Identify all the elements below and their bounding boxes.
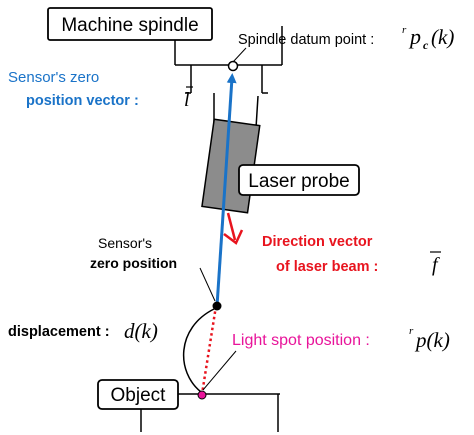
sensor-zero-position-label-line2: zero position [90,255,177,271]
machine-spindle-box [47,7,213,41]
holder-right-stem [255,95,259,129]
spindle-datum-arg: (k) [431,25,454,49]
sensor-zero-vector-label-line1: Sensor's zero [8,69,99,86]
datum-leader-line [232,47,247,63]
object-label: Object [111,385,167,406]
laser-probe-label-box [238,164,360,196]
light-spot-sup: r [409,325,414,337]
direction-vector-label-line1: Direction vector [262,234,373,250]
laser-beam-path [200,305,218,395]
light-spot-marker [197,390,207,400]
direction-vector-arrowhead [223,229,244,245]
light-spot-leader [202,350,237,391]
light-spot-label: Light spot position : [232,332,370,349]
spindle-datum-label: Spindle datum point : [238,32,374,48]
displacement-symbol: d(k) [124,319,158,343]
machine-spindle-label: Machine spindle [61,15,198,36]
sensor-zero-position-label-line1: Sensor's [98,235,152,251]
spindle-datum-point-marker [227,60,239,72]
zero-position-leader [199,267,216,302]
sensor-zero-position-dot [212,301,222,311]
spindle-datum-sup: r [402,24,407,36]
spindle-datum-sub: c [423,38,429,52]
direction-vector-label-line2: of laser beam : [276,259,378,275]
spindle-datum-symbol: p [408,24,421,49]
laser-probe-label: Laser probe [248,171,349,192]
object-label-box [97,379,179,410]
light-spot-symbol: p(k) [414,328,450,352]
direction-vector-symbol: f [432,254,440,276]
sensor-zero-position-vector [215,73,237,307]
sensor-zero-vector-label-line2: position vector : [26,93,139,109]
sensor-zero-vector-symbol: l [184,89,190,111]
direction-vector-arrow [226,212,237,241]
displacement-bracket [182,308,215,393]
displacement-label: displacement : [8,324,110,340]
